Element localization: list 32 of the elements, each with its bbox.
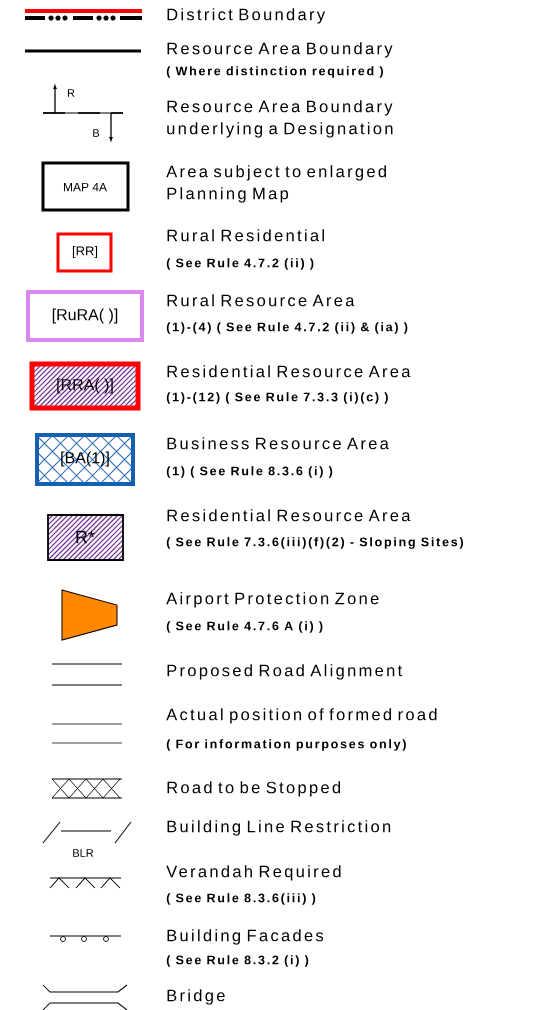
- label: B: [93, 129, 100, 137]
- legend-text: Business Resource Area: [167, 437, 389, 450]
- note-text: ( See Rule 8.3.6(iii) ): [166, 893, 316, 905]
- note-text: (1) ( See Rule 8.3.6 (i) ): [166, 466, 333, 478]
- legend-text: Road to be Stopped: [167, 781, 341, 797]
- map-reference-box: MAP 4A: [41, 161, 130, 212]
- note-text: ( For information purposes only): [166, 739, 406, 751]
- note-text: (1)-(12) ( See Rule 7.3.3 (i)(c) ): [166, 392, 388, 404]
- note-text: ( See Rule 8.3.2 (i) ): [166, 955, 309, 967]
- legend-text: District Boundary: [167, 8, 326, 24]
- legend-text: Resource Area Boundary underlying a Designation: [167, 100, 393, 138]
- legend-text: Verandah Required: [166, 865, 341, 881]
- legend-text: Resource Area Boundary: [167, 42, 393, 58]
- legend-text: Proposed Road Alignment: [167, 664, 403, 680]
- legend-text: Airport Protection Zone: [166, 592, 379, 608]
- legend-text: Actual position of formed road: [166, 708, 437, 724]
- legend-text: Rural Residential: [167, 229, 324, 242]
- legend-text: Building Facades: [167, 929, 324, 945]
- legend-text: Bridge: [167, 989, 225, 1005]
- zone-box: [RR]: [56, 232, 113, 273]
- legend-text: Rural Resource Area: [167, 294, 355, 307]
- label: R: [67, 89, 75, 97]
- legend-text: Area subject to enlarged Planning Map: [166, 165, 386, 203]
- zone-box: [RuRA( )]: [26, 290, 144, 342]
- note-text: ( See Rule 4.7.6 A (i) ): [166, 621, 323, 633]
- note-text: (1)-(4) ( See Rule 4.7.2 (ii) & (ia) ): [166, 322, 408, 334]
- note-text: ( Where distinction required ): [166, 66, 383, 78]
- legend-text: Building Line Restriction: [167, 820, 391, 836]
- note-text: ( See Rule 7.3.6(iii)(f)(2) - Sloping Sites): [166, 537, 463, 549]
- legend-text: Residential Resource Area: [167, 365, 411, 378]
- note-text: ( See Rule 4.7.2 (ii) ): [166, 258, 314, 270]
- legend-text: Residential Resource Area: [167, 509, 411, 522]
